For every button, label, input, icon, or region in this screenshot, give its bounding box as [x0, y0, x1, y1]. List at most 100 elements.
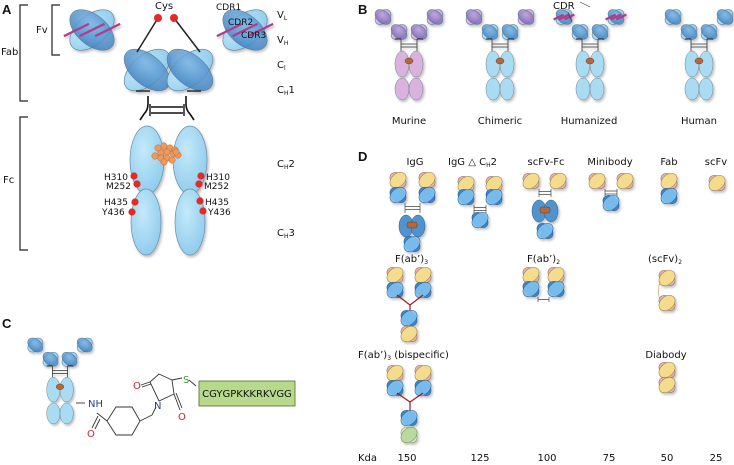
- ch2-domain: [575, 50, 591, 78]
- constant-fragment: [403, 236, 421, 252]
- format-fab-diagram: [660, 173, 678, 204]
- ch2-domain: [59, 377, 74, 403]
- kda-tick-25: 25: [710, 453, 723, 464]
- ch3-domain: [499, 77, 515, 101]
- glycan: [55, 383, 65, 390]
- nitrogen-atom: N: [154, 401, 161, 412]
- hinge: [52, 365, 68, 378]
- format-diabody: Diabody: [645, 350, 686, 361]
- panel-letter-b: B: [358, 2, 367, 17]
- variable-fragment: [708, 175, 726, 191]
- hinge: [537, 297, 550, 302]
- panel-b: B CDR Murine Chimeric Humanized Human: [358, 1, 734, 127]
- peptide-box: [198, 380, 296, 407]
- variable-fragment: [522, 267, 540, 283]
- murine-antibody: [374, 9, 444, 101]
- cdr-label: CDR: [553, 1, 575, 12]
- hinge: [538, 189, 552, 197]
- constant-domain: [390, 24, 408, 40]
- residue-left-m252: M252: [106, 182, 131, 192]
- constant-fragment: [418, 187, 436, 203]
- glycan-sugar: [151, 152, 159, 160]
- ch2-domain: [394, 50, 410, 78]
- constant-domain-left: [123, 48, 171, 92]
- residue-left-h310: H310: [104, 173, 128, 183]
- variable-domain: [716, 9, 734, 25]
- murine-label: Murine: [392, 116, 426, 127]
- humanized-label: Humanized: [561, 116, 618, 127]
- hinge: [690, 39, 708, 51]
- variable-domain: [76, 337, 93, 353]
- vl-vh-left: [63, 9, 121, 51]
- variable-domain: [27, 337, 44, 353]
- variable-fragment: [588, 173, 606, 189]
- green-fragment: [400, 427, 418, 443]
- cdr-pointer-2: [567, 11, 573, 23]
- domain-label: VL: [277, 10, 288, 22]
- format-fab: Fab: [660, 157, 677, 168]
- format-scfv2-diagram: [658, 270, 676, 311]
- fv-bracket: [51, 4, 60, 56]
- hinge-right: [185, 96, 195, 121]
- constant-domain: [410, 24, 428, 40]
- oxygen-atom-upper: O: [133, 381, 141, 392]
- constant-fragment: [536, 223, 554, 239]
- glycan-sugar: [163, 148, 171, 156]
- constant-fragment: [386, 282, 404, 298]
- format-fab2: F(ab’)2: [527, 254, 560, 266]
- glycan-sugar: [160, 158, 168, 166]
- glycan-sugar: [168, 156, 176, 164]
- variable-fragment: [457, 176, 475, 192]
- ch3-domain-left: [130, 188, 162, 256]
- constant-domain: [61, 351, 78, 367]
- variable-fragment: [414, 365, 432, 381]
- glycan: [694, 57, 704, 65]
- fc-bracket: [19, 116, 28, 251]
- chemical-crosslinker: [396, 392, 424, 411]
- fc-label: Fc: [3, 175, 14, 186]
- glycan-cluster: [151, 142, 182, 166]
- kda-label: Kda: [358, 453, 377, 464]
- glycan-sugar: [172, 148, 180, 156]
- kda-tick-50: 50: [661, 453, 674, 464]
- fcrn-residues-left: [128, 172, 141, 216]
- variable-fragment: [386, 365, 404, 381]
- format-igg-diagram: [389, 172, 436, 252]
- panel-letter-d: D: [358, 149, 367, 164]
- variable-domain: [426, 9, 444, 25]
- constant-fragment: [400, 410, 418, 426]
- variable-fragment: [658, 362, 676, 378]
- residue-right-y436: Y436: [207, 208, 231, 218]
- residue-left-y436: Y436: [101, 208, 125, 218]
- format-igg: IgG: [406, 157, 423, 168]
- constant-domain: [42, 351, 59, 367]
- cys-residue-left: [154, 14, 162, 22]
- format-fab3: F(ab’)3: [395, 254, 428, 266]
- format-scfv-fc: scFv-Fc: [528, 157, 565, 168]
- variable-fragment: [418, 172, 436, 188]
- conjugated-antibody: [27, 337, 93, 425]
- constant-fragment: [400, 310, 418, 326]
- constant-domain: [680, 24, 698, 40]
- variable-fragment: [660, 173, 678, 189]
- domain-label: VH: [277, 35, 288, 47]
- variable-domain: [517, 9, 535, 25]
- cdr1-label: CDR1: [216, 3, 241, 13]
- cl-ch1-right: [166, 48, 214, 92]
- fc-domain: [398, 214, 426, 238]
- kda-tick-100: 100: [537, 453, 556, 464]
- ch3-domain: [408, 77, 424, 101]
- glycan: [539, 206, 551, 214]
- kda-tick-150: 150: [397, 453, 416, 464]
- constant-domain: [591, 24, 609, 40]
- variable-fragment: [414, 267, 432, 283]
- format-scfv-diagram: [708, 175, 726, 191]
- ch3-domain: [698, 77, 714, 101]
- cys-residue-right: [170, 14, 178, 22]
- peptide-sequence: CGYGPKKKRKVGG: [202, 389, 292, 400]
- constant-domain: [501, 24, 519, 40]
- cdr-pointer-1: [579, 1, 591, 8]
- constant-fragment: [414, 380, 432, 396]
